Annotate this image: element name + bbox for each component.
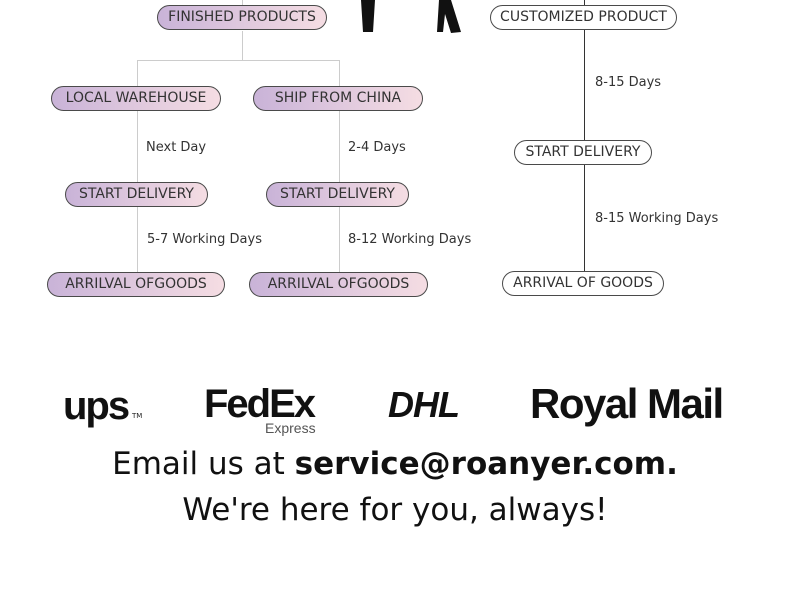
- local-warehouse-node: LOCAL WAREHOUSE: [51, 86, 221, 111]
- contact-email-line: Email us at service@roanyer.com.: [0, 446, 790, 482]
- email-address[interactable]: service@roanyer.com.: [294, 446, 678, 482]
- contact-tagline: We're here for you, always!: [182, 492, 608, 528]
- fedex-express: Express: [265, 420, 316, 436]
- time-label: Next Day: [146, 140, 207, 155]
- connector: [339, 60, 340, 272]
- ups-tm: TM: [132, 412, 143, 420]
- connector: [242, 0, 243, 5]
- arrival-node: ARRILVAL OFGOODS: [249, 272, 428, 297]
- connector: [137, 60, 340, 61]
- ship-from-china-node: SHIP FROM CHINA: [253, 86, 423, 111]
- dhl-logo: DHL: [388, 384, 460, 425]
- time-label: 2-4 Days: [348, 140, 406, 155]
- start-delivery-node: START DELIVERY: [514, 140, 652, 165]
- fedex-logo: FedEx: [204, 382, 316, 426]
- finished-products-node: FINISHED PRODUCTS: [157, 5, 327, 30]
- start-delivery-node: START DELIVERY: [266, 182, 409, 207]
- legs-illustration: [361, 0, 461, 33]
- time-label: 8-15 Days: [595, 75, 662, 90]
- ups-logo: ups: [63, 384, 130, 428]
- customized-product-node: CUSTOMIZED PRODUCT: [490, 5, 677, 30]
- connector: [137, 60, 138, 272]
- time-label: 5-7 Working Days: [147, 232, 262, 247]
- connector: [242, 31, 243, 60]
- time-label: 8-12 Working Days: [348, 232, 472, 247]
- royal-mail-logo: Royal Mail: [530, 380, 724, 427]
- arrival-node: ARRILVAL OFGOODS: [47, 272, 225, 297]
- arrival-node: ARRIVAL OF GOODS: [502, 271, 664, 296]
- connector: [584, 0, 585, 272]
- time-label: 8-15 Working Days: [595, 211, 719, 226]
- start-delivery-node: START DELIVERY: [65, 182, 208, 207]
- email-prefix: Email us at: [112, 446, 295, 482]
